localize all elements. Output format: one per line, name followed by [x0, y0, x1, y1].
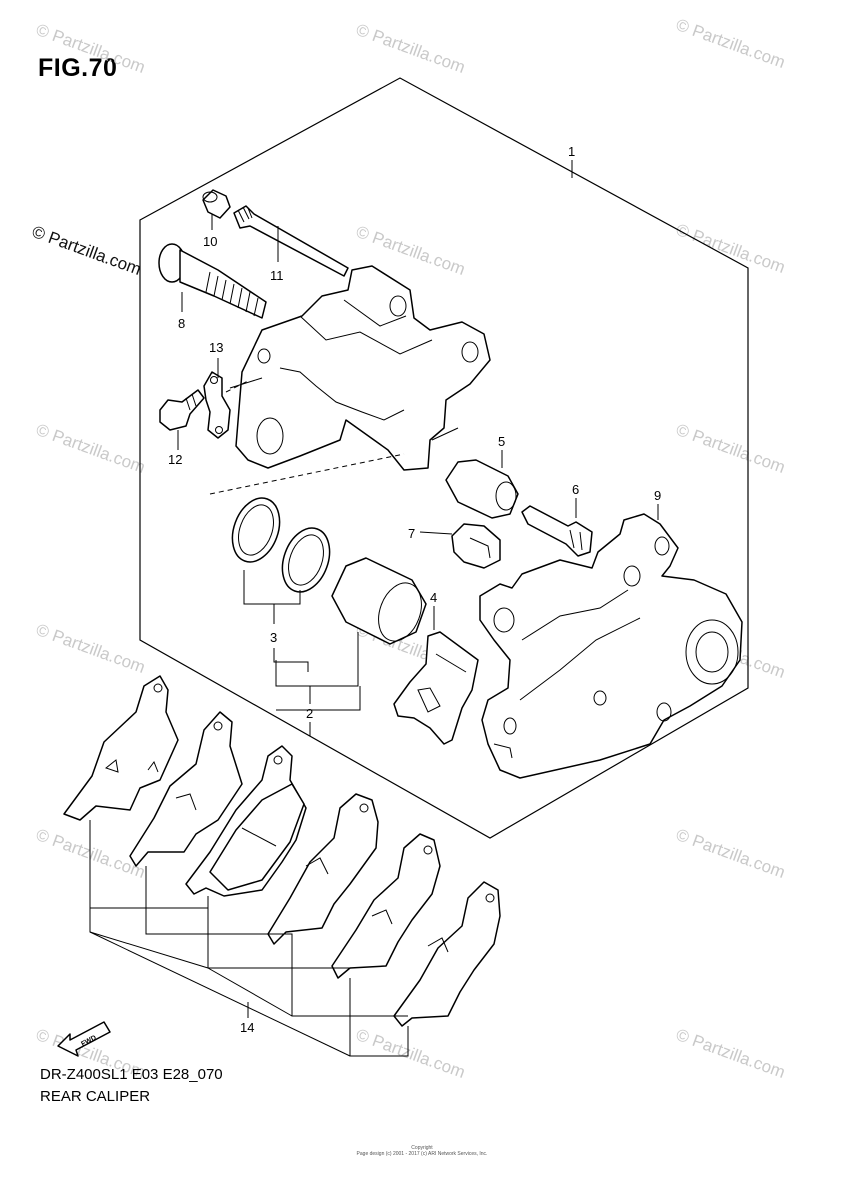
part-5-sleeve	[445, 459, 519, 519]
alignment-line	[209, 453, 405, 495]
copyright-notice: Copyright Page design (c) 2001 - 2017 (c…	[342, 1145, 502, 1157]
copyright-line-1: Copyright	[411, 1145, 433, 1151]
callout-9: 9	[654, 488, 661, 503]
part-9-caliper-bracket	[479, 513, 743, 779]
part-14-brake-pads	[63, 675, 501, 1027]
figure-code: DR-Z400SL1 E03 E28_070	[40, 1066, 223, 1083]
part-12-bleeder-valve	[159, 389, 205, 431]
callout-8: 8	[178, 316, 185, 331]
callout-7: 7	[408, 526, 415, 541]
leader-lines	[89, 160, 659, 1057]
callout-4: 4	[430, 590, 437, 605]
part-2-piston	[331, 557, 427, 645]
part-4-pad-spring	[393, 631, 479, 745]
part-8-caliper-bolt	[158, 243, 267, 319]
callout-10: 10	[203, 234, 217, 249]
callout-6: 6	[572, 482, 579, 497]
caliper-body	[229, 265, 491, 471]
part-3-piston-seals	[231, 497, 331, 593]
part-10-bleeder-cap	[202, 189, 231, 219]
callout-14: 14	[240, 1020, 254, 1035]
callout-3: 3	[270, 630, 277, 645]
assembly-outline	[139, 77, 749, 839]
part-7-boot	[451, 523, 501, 569]
callout-12: 12	[168, 452, 182, 467]
figure-name: REAR CALIPER	[40, 1088, 151, 1105]
part-13-clip	[203, 371, 231, 439]
callout-13: 13	[209, 340, 223, 355]
copyright-line-2: Page design (c) 2001 - 2017 (c) ARI Netw…	[356, 1151, 488, 1157]
fwd-arrow-icon: FWD	[57, 1021, 111, 1057]
alignment-line	[225, 379, 251, 393]
figure-title: FIG.70	[38, 54, 118, 82]
callout-11: 11	[270, 268, 284, 283]
callout-2: 2	[306, 706, 313, 721]
part-6-bolt	[521, 505, 593, 557]
callout-5: 5	[498, 434, 505, 449]
callout-1: 1	[568, 144, 575, 159]
part-11-pin-bolt	[233, 205, 349, 277]
